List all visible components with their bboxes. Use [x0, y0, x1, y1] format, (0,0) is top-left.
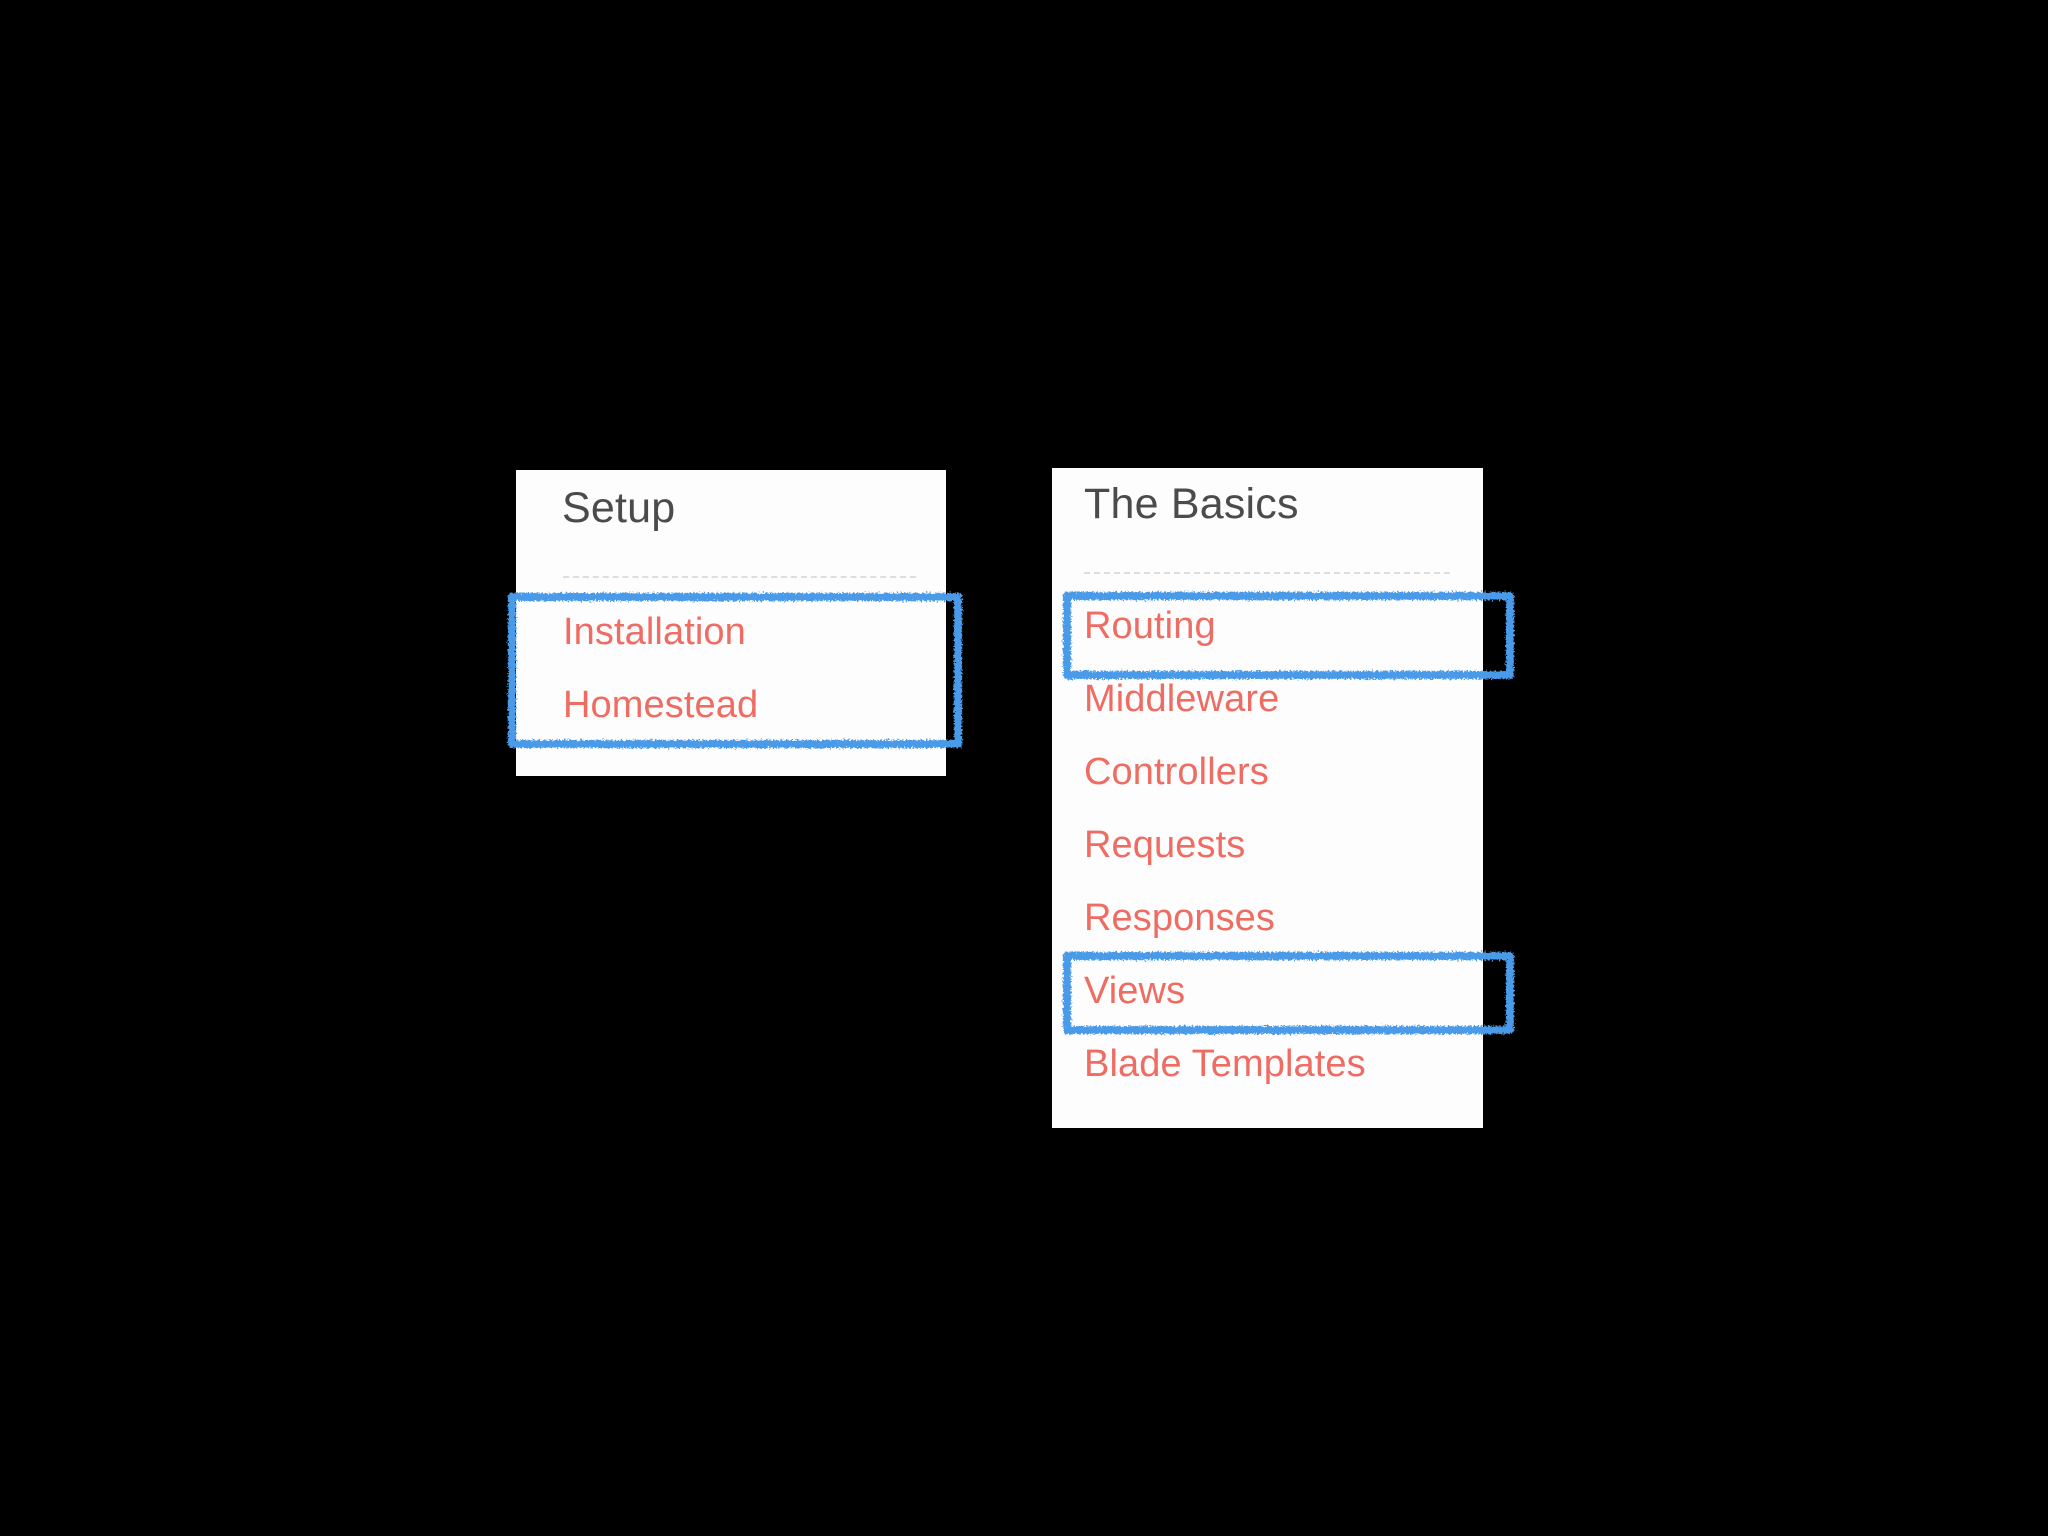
doc-link-list-setup: Installation Homestead — [563, 596, 936, 742]
doc-link-middleware[interactable]: Middleware — [1084, 678, 1280, 720]
doc-link-routing[interactable]: Routing — [1084, 605, 1216, 647]
card-divider — [563, 576, 916, 578]
doc-link-blade-templates[interactable]: Blade Templates — [1084, 1043, 1366, 1085]
doc-link-installation[interactable]: Installation — [563, 611, 746, 653]
card-title-the-basics: The Basics — [1084, 480, 1299, 528]
doc-section-card-the-basics: The Basics Routing Middleware Controller… — [1052, 468, 1483, 1128]
card-divider — [1084, 572, 1450, 574]
doc-link-views[interactable]: Views — [1084, 970, 1186, 1012]
doc-link-responses[interactable]: Responses — [1084, 897, 1276, 939]
doc-link-list-the-basics: Routing Middleware Controllers Requests … — [1084, 590, 1473, 1101]
doc-link-homestead[interactable]: Homestead — [563, 684, 759, 726]
doc-link-requests[interactable]: Requests — [1084, 824, 1246, 866]
doc-link-controllers[interactable]: Controllers — [1084, 751, 1269, 793]
card-title-setup: Setup — [562, 484, 676, 532]
doc-section-card-setup: Setup Installation Homestead — [516, 470, 946, 776]
